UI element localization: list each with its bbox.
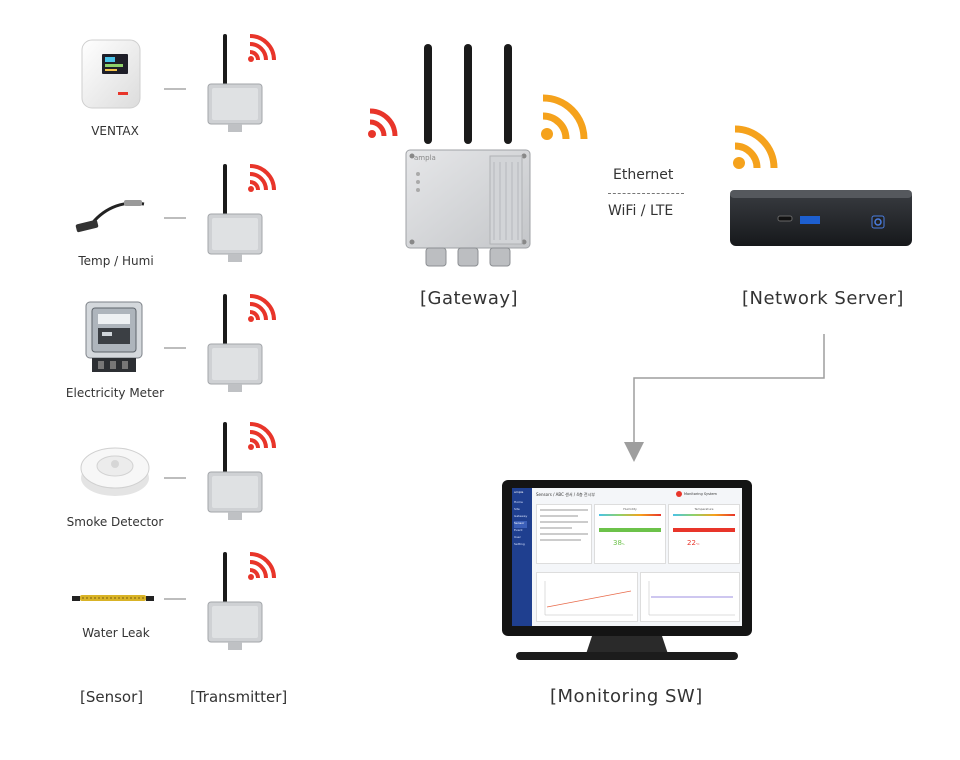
connector-smoke	[164, 477, 186, 479]
transmitter-2	[204, 164, 280, 264]
flow-arrow	[620, 334, 830, 466]
monitoring-sw-label: [Monitoring SW]	[550, 686, 703, 707]
transmitter-icon	[207, 164, 276, 262]
transmitter-1	[204, 34, 280, 134]
monitor-screen: ampla Home Site Gateway Sensor Event Use…	[512, 488, 742, 626]
sensor-label-temp: Temp / Humi	[78, 254, 154, 268]
mini-pc-icon	[730, 190, 912, 246]
ventax-device-icon	[81, 39, 141, 109]
nav-item-event[interactable]: Event	[514, 528, 523, 532]
gateway-wifi-orange-icon	[538, 88, 596, 144]
humidity-panel-title: Humidity	[623, 507, 637, 511]
nav-item-gateway[interactable]: Gateway	[514, 514, 528, 518]
nav-item-home[interactable]: Home	[514, 500, 523, 504]
smoke-detector-icon	[80, 447, 150, 496]
connector-meter	[164, 347, 186, 349]
transmitter-4	[204, 422, 280, 522]
sensor-meter	[84, 300, 144, 376]
link-label-top: Ethernet	[613, 167, 674, 183]
nav-item-sensor[interactable]: Sensor	[514, 521, 528, 528]
app-logo-icon	[676, 491, 682, 497]
gateway-label: [Gateway]	[420, 288, 519, 309]
transmitter-3	[204, 294, 280, 394]
humidity-value: 38	[613, 539, 622, 547]
server-wifi-orange-icon	[730, 120, 786, 172]
column-label-sensor: [Sensor]	[80, 688, 144, 706]
app-title: Monitoring System	[684, 492, 717, 496]
app-nav: Home Site Gateway Sensor Event User Sett…	[514, 500, 528, 549]
sensor-temp	[72, 192, 152, 240]
nav-item-user[interactable]: User	[514, 535, 521, 539]
app-breadcrumb: Sensors / ABC 센서 / 4층 전시부	[536, 492, 595, 497]
sensor-info-panel	[536, 504, 592, 564]
sensor-label-smoke: Smoke Detector	[66, 515, 164, 529]
temperature-value: 22	[687, 539, 696, 547]
temperature-panel: Temperature 22°C	[668, 504, 740, 564]
app-sidebar: ampla Home Site Gateway Sensor Event Use…	[512, 488, 532, 626]
temp-probe-icon	[75, 200, 145, 233]
app-sidebar-brand: ampla	[514, 490, 524, 494]
nav-item-site[interactable]: Site	[514, 507, 520, 511]
monitor: ampla Home Site Gateway Sensor Event Use…	[500, 478, 754, 664]
sensor-leak	[72, 592, 154, 604]
link-label-bottom: WiFi / LTE	[608, 203, 674, 219]
gateway-device: ampla	[404, 44, 532, 274]
temperature-trend-chart	[640, 572, 740, 622]
sensor-label-leak: Water Leak	[82, 626, 150, 640]
nav-item-setting[interactable]: Setting	[514, 542, 525, 546]
network-server-device	[728, 188, 914, 250]
connector-ventax	[164, 88, 186, 90]
transmitter-icon	[207, 294, 276, 392]
connector-temp	[164, 217, 186, 219]
gateway-wifi-red-icon	[366, 106, 400, 140]
water-leak-cable-icon	[72, 595, 154, 601]
gateway-brand: ampla	[414, 154, 436, 162]
sensor-label-ventax: VENTAX	[91, 124, 139, 138]
sensor-label-meter: Electricity Meter	[65, 386, 165, 400]
temperature-unit: °C	[695, 542, 700, 546]
sensor-ventax	[80, 38, 142, 110]
connector-leak	[164, 598, 186, 600]
column-label-transmitter: [Transmitter]	[190, 688, 288, 706]
temperature-panel-title: Temperature	[694, 507, 714, 511]
gateway-icon	[405, 44, 531, 267]
electricity-meter-icon	[85, 301, 143, 372]
transmitter-icon	[207, 34, 276, 132]
humidity-panel: Humidity 38%	[594, 504, 666, 564]
sensor-smoke	[78, 442, 152, 500]
humidity-unit: %	[621, 542, 625, 546]
transmitter-icon	[207, 552, 276, 650]
humidity-trend-chart	[536, 572, 638, 622]
link-dash-line	[608, 193, 684, 194]
network-server-label: [Network Server]	[742, 288, 904, 309]
transmitter-icon	[207, 422, 276, 520]
transmitter-5	[204, 552, 280, 652]
